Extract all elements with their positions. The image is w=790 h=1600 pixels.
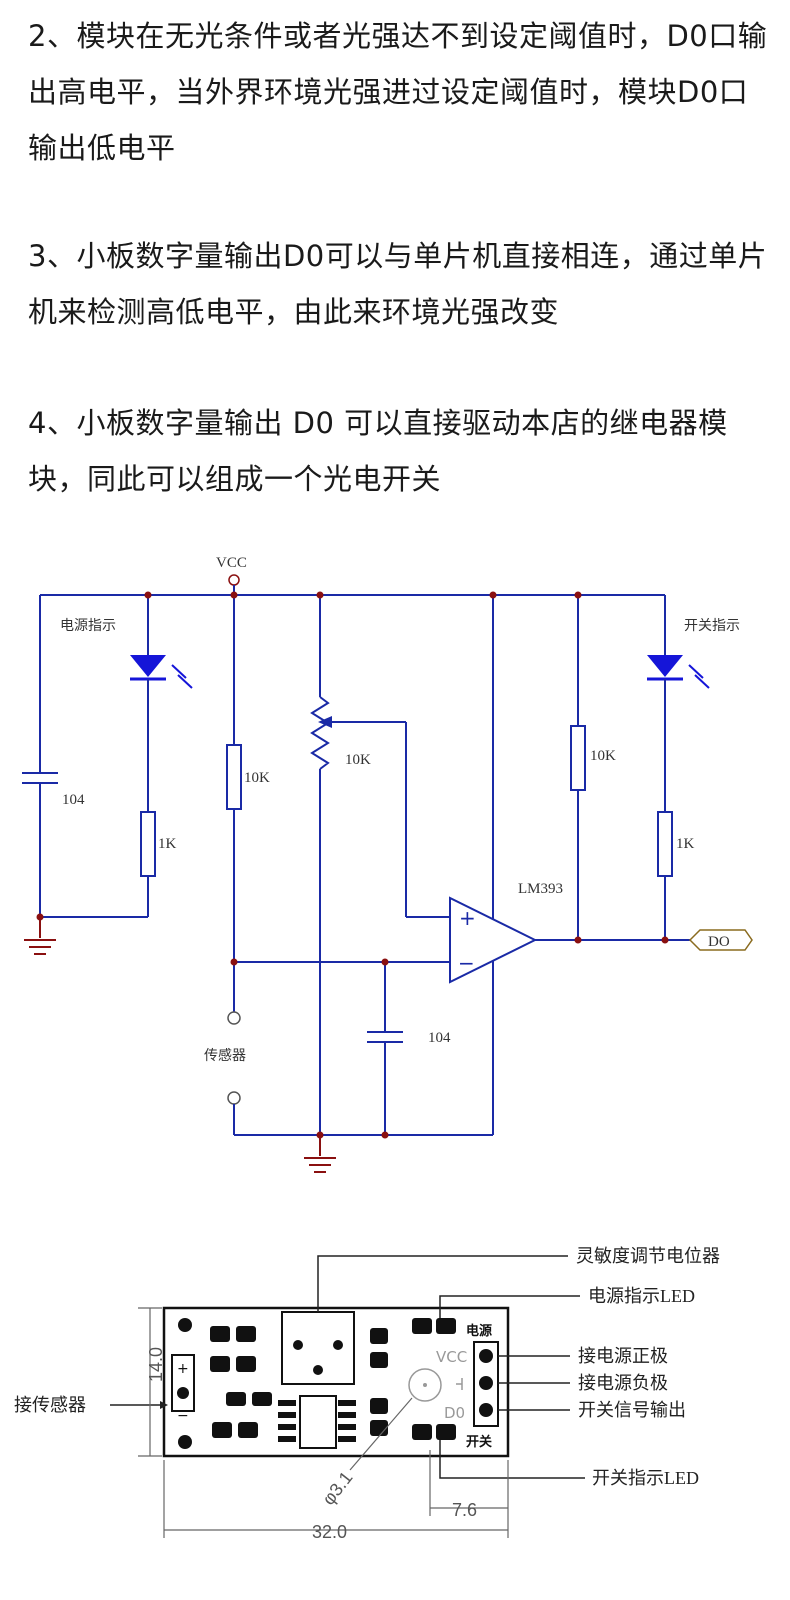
minus-sign: − <box>458 951 475 975</box>
paragraph-3: 3、小板数字量输出D0可以与单片机直接相连，通过单片机来检测高低电平，由此来环境… <box>28 239 768 329</box>
r1k-right-label: 1K <box>676 836 695 852</box>
plus-sign: + <box>459 906 476 930</box>
silk-power: 电源 <box>466 1323 492 1339</box>
board-layout: + − 电源 开关 VCC D0 灵敏度调节电位器 电源指示LED <box>14 1246 720 1542</box>
label-gnd: 接电源负极 <box>578 1373 668 1393</box>
circuit-schematic: VCC 104 电源指示 1K 10K 传感器 10K 104 + − LM39… <box>22 555 753 1173</box>
chip-label: LM393 <box>518 881 563 897</box>
dim-width: 32.0 <box>312 1522 347 1542</box>
dim-pin: 7.6 <box>452 1500 477 1520</box>
dim-hole: φ3.1 <box>318 1468 356 1509</box>
pot-label: 10K <box>345 752 371 768</box>
silk-switch: 开关 <box>466 1434 492 1450</box>
vcc-label: VCC <box>216 555 247 571</box>
label-sensor-conn: 接传感器 <box>14 1395 86 1415</box>
label-power-led: 电源指示LED <box>588 1286 695 1306</box>
paragraph-2: 2、模块在无光条件或者光强达不到设定阈值时，D0口输出高电平，当外界环境光强进过… <box>28 19 768 165</box>
label-vcc-pos: 接电源正极 <box>578 1346 668 1366</box>
power-indicator-label: 电源指示 <box>60 618 116 634</box>
label-switch-led: 开关指示LED <box>592 1468 699 1488</box>
output-label: DO <box>708 934 730 950</box>
switch-indicator-label: 开关指示 <box>684 618 740 634</box>
svg-text:+: + <box>177 1361 189 1377</box>
c1-label: 104 <box>62 792 85 808</box>
label-signal-out: 开关信号输出 <box>578 1400 686 1420</box>
svg-text:−: − <box>177 1408 189 1424</box>
dim-height: 14.0 <box>146 1347 166 1382</box>
r10k-left-label: 10K <box>244 770 270 786</box>
r10k-right-label: 10K <box>590 748 616 764</box>
paragraph-4: 4、小板数字量输出 D0 可以直接驱动本店的继电器模块，同此可以组成一个光电开关 <box>28 406 728 496</box>
sensor-label: 传感器 <box>204 1047 246 1064</box>
r1k-left-label: 1K <box>158 836 177 852</box>
label-pot: 灵敏度调节电位器 <box>576 1246 720 1266</box>
silk-d0: D0 <box>444 1404 465 1422</box>
c2-label: 104 <box>428 1030 451 1046</box>
silk-vcc: VCC <box>436 1348 467 1366</box>
